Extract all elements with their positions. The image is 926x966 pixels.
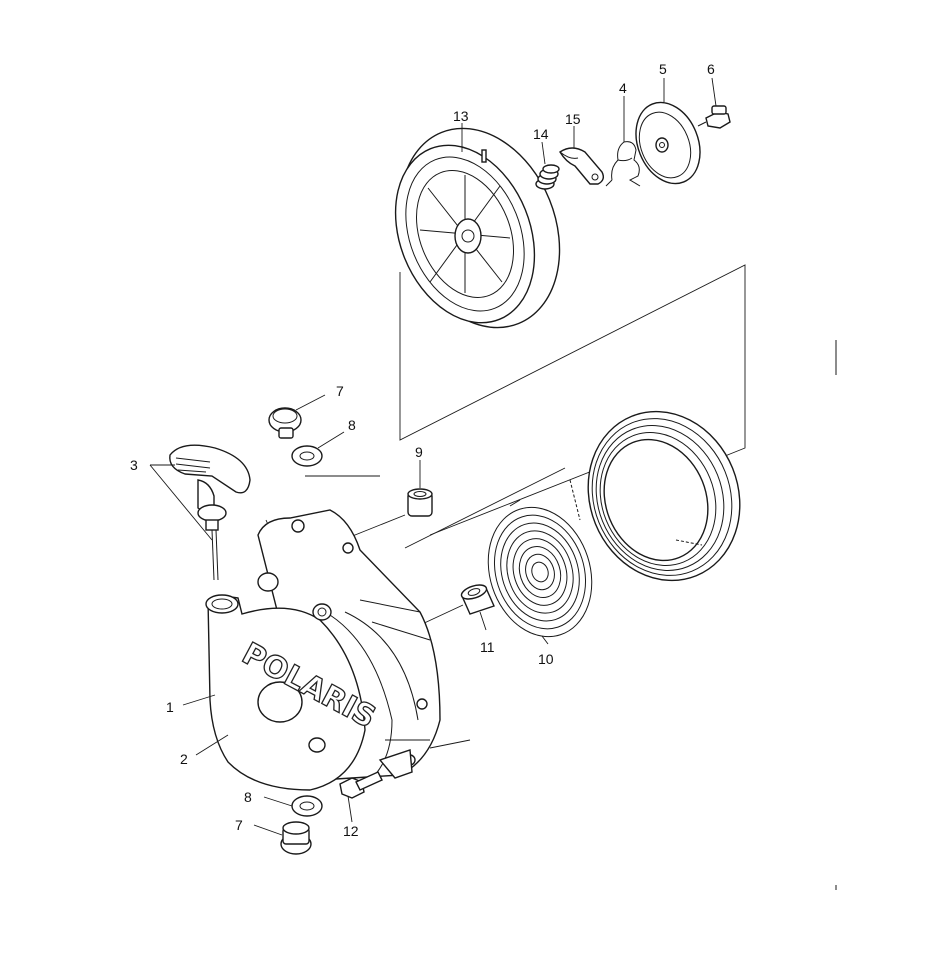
callout-15: 15 — [565, 111, 581, 127]
callout-7-lower: 7 — [235, 817, 243, 833]
callout-2: 2 — [180, 751, 188, 767]
assembly-guide-lines — [265, 264, 746, 749]
callout-3: 3 — [130, 457, 138, 473]
pawl-icon — [559, 147, 605, 185]
bushing-icon — [407, 488, 433, 517]
washer-icon — [291, 795, 323, 817]
coil-spring-icon — [535, 164, 560, 190]
plug-icon — [268, 407, 302, 439]
callout-11: 11 — [480, 639, 495, 655]
callout-6: 6 — [707, 61, 715, 77]
bolt-icon — [697, 105, 731, 129]
spring-clip-icon — [605, 141, 641, 187]
bushing-icon — [460, 584, 495, 615]
callout-8-lower: 8 — [244, 789, 252, 805]
rope-coil-icon — [569, 410, 741, 582]
washer-icon — [291, 445, 323, 467]
callout-14: 14 — [533, 126, 549, 142]
callout-4: 4 — [619, 80, 627, 96]
callout-1: 1 — [166, 699, 174, 715]
bolt-icon — [339, 771, 383, 799]
callout-10: 10 — [538, 651, 554, 667]
starter-housing-icon: POLARIS — [205, 509, 441, 791]
friction-plate-icon — [635, 101, 701, 185]
rope-pulley-icon — [394, 127, 561, 329]
callout-12: 12 — [343, 823, 359, 839]
rope-handle-icon — [169, 444, 251, 581]
callout-7-upper: 7 — [336, 383, 344, 399]
callout-8-upper: 8 — [348, 417, 356, 433]
callout-9: 9 — [415, 444, 423, 460]
callout-13: 13 — [453, 108, 469, 124]
recoil-spring-icon — [487, 499, 593, 638]
callout-leaders — [149, 77, 717, 836]
plug-icon — [280, 821, 312, 855]
callout-5: 5 — [659, 61, 667, 77]
callout-labels: 1 2 3 4 5 6 7 8 9 10 11 12 13 14 15 8 7 — [130, 61, 715, 839]
